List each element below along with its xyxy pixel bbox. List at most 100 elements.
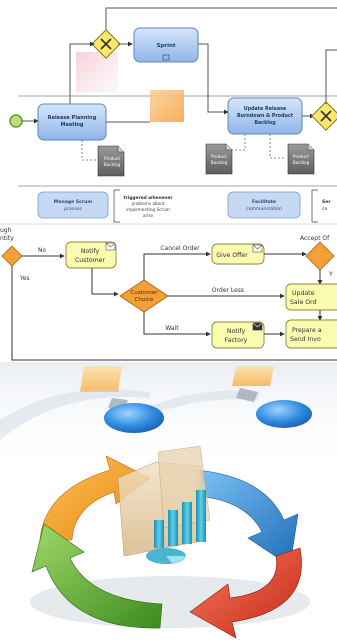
chart-bar (154, 520, 164, 548)
trigger-annotation: triggered whenever problems about implem… (113, 189, 173, 223)
y-label: Y (328, 271, 333, 278)
update-sale-order-task: Update Sale Ord (285, 283, 337, 311)
motion-streak (0, 389, 150, 440)
sprint-task: Sprint (133, 27, 199, 63)
trigger-line3: implementing Scrum (126, 207, 170, 212)
blue-disc-right (256, 400, 312, 428)
prepare-line2: Send Invo (290, 336, 321, 343)
release-planning-task: Release Planning Meeting (37, 103, 107, 141)
exclusive-gateway (91, 29, 121, 59)
sprint-label: Sprint (156, 43, 175, 49)
association (269, 134, 286, 159)
order-flow-section: ugh ntity No Yes Notify Customer Custome… (0, 223, 337, 361)
cut-right-line1: Ser (322, 199, 331, 205)
manage-scrum-line2: process (64, 206, 82, 212)
message-icon (252, 244, 263, 253)
notify-customer-line1: Notify (81, 248, 100, 255)
pie-slice (166, 556, 186, 563)
sequence-flow (198, 43, 229, 115)
doc-label-line2: Backlog (211, 160, 228, 165)
doc-label-line1: Product (104, 156, 120, 161)
notify-factory-line1: Notify (227, 328, 246, 335)
decor-pink-haze (76, 52, 118, 92)
left-cut-line2: ntity (0, 235, 14, 242)
left-cut-line1: ugh (0, 227, 12, 234)
trigger-line2: problems about (132, 201, 165, 206)
association (81, 140, 96, 161)
give-offer-label: Give Offer (216, 252, 248, 259)
cancel-order-label: Cancel Order (160, 245, 200, 252)
process-illustration (0, 362, 337, 639)
cut-annotation-right: Ser ce (311, 189, 331, 223)
update-release-task: Update Release Burndown & Product Backlo… (227, 97, 303, 135)
message-icon (105, 242, 116, 251)
doc-label-line1: Product (293, 154, 309, 159)
association (232, 134, 246, 151)
update-sale-line2: Sale Ord (290, 299, 317, 306)
manage-scrum-line1: Manage Scrum (54, 199, 93, 205)
message-icon (252, 322, 263, 331)
notify-customer-task: Notify Customer (65, 241, 117, 269)
accept-offer-label: Accept Of (300, 235, 330, 242)
customer-choice-line1: Customer (130, 290, 158, 296)
decision-gateway-right (305, 241, 335, 271)
cycle-arrow-red (189, 547, 302, 639)
decor-orange-square (150, 90, 184, 122)
yes-label: Yes (19, 275, 30, 282)
folder-with-charts (117, 445, 211, 564)
no-label: No (38, 247, 46, 254)
update-release-line1: Update Release (244, 106, 287, 112)
sequence-flow (91, 268, 119, 297)
sequence-flow (69, 41, 95, 110)
release-planning-line2: Meeting (60, 122, 83, 128)
motion-streak (140, 390, 260, 418)
chart-bar (182, 502, 192, 544)
start-event (9, 114, 23, 128)
update-release-line2: Burndown & Product (237, 113, 294, 119)
flow-cancel-order (143, 251, 211, 280)
product-backlog-doc: Product Backlog (205, 143, 233, 175)
customer-choice-line2: Choice (135, 297, 155, 303)
cycle-arrow-green (31, 523, 163, 629)
arrow-connector (236, 388, 258, 402)
orange-block-right (232, 366, 274, 386)
blue-disc-left (104, 403, 164, 433)
product-backlog-doc: Product Backlog (287, 143, 315, 175)
cycle-arrow-blue (195, 469, 299, 567)
give-offer-task: Give Offer (211, 243, 265, 265)
subprocess-marker (162, 54, 170, 61)
manage-scrum-task: Manage Scrum process (37, 191, 109, 219)
customer-choice-gateway: Customer Choice (119, 279, 169, 313)
prepare-invoice-task: Prepare a Send Invo (285, 319, 337, 349)
facilitate-line2: communication (246, 206, 282, 212)
trigger-line1: triggered whenever (123, 195, 173, 201)
exclusive-gateway-right (311, 101, 337, 131)
update-sale-line1: Update (292, 290, 315, 297)
return-flow (11, 272, 337, 361)
product-backlog-doc: Product Backlog (97, 145, 125, 177)
decision-gateway-left (1, 245, 23, 267)
sequence-flow (325, 49, 337, 104)
notify-factory-line2: Factory (225, 337, 248, 344)
facilitate-task: Facilitate communication (227, 191, 301, 219)
notify-customer-line2: Customer (75, 257, 106, 264)
doc-label-line2: Backlog (293, 160, 310, 165)
chart-bar (196, 490, 206, 542)
flow-wait (143, 312, 211, 337)
facilitate-line1: Facilitate (252, 199, 276, 205)
order-less-label: Order Less (212, 287, 244, 294)
cut-right-line2: ce (322, 207, 328, 212)
doc-label-line1: Product (211, 154, 227, 159)
wait-label: Wait (165, 325, 179, 332)
trigger-line4: arise (143, 213, 154, 218)
bpmn-section: Sprint Release Planning Meeting Update R… (9, 7, 337, 223)
orange-block-left (80, 366, 122, 392)
doc-label-line2: Backlog (104, 162, 121, 167)
release-planning-line1: Release Planning (48, 115, 97, 121)
chart-bar (168, 510, 178, 546)
prepare-line1: Prepare a (292, 327, 322, 334)
update-release-line3: Backlog (254, 120, 276, 126)
notify-factory-task: Notify Factory (211, 321, 265, 349)
